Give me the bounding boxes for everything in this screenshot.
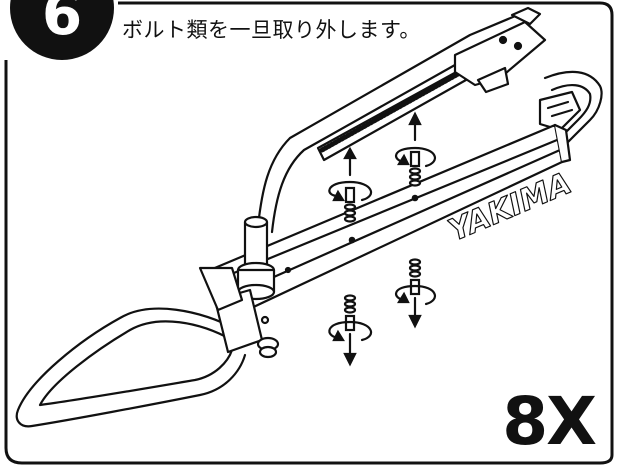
bolt-icon [409, 150, 421, 168]
instruction-text: ボルト類を一旦取り外します。 [122, 18, 421, 42]
frame-border [4, 1, 614, 465]
bike-rack-illustration: YAKIMA [15, 6, 603, 428]
right-clamp [538, 90, 582, 132]
quantity-label: 8X [502, 383, 597, 460]
lower-hoop-tube [15, 307, 247, 428]
rotate-counterclockwise-icon [395, 146, 436, 168]
lower-hoop-tube-inner [38, 320, 234, 407]
step-badge: 6 [10, 0, 114, 60]
hardware-callouts [328, 111, 436, 367]
removal-group-upper-left [328, 146, 373, 223]
step-number: 6 [42, 0, 82, 48]
upper-arm-tube-inner [270, 28, 530, 234]
rotate-counterclockwise-icon [395, 284, 436, 306]
top-knob [510, 6, 542, 26]
rotate-counterclockwise-icon [328, 180, 373, 202]
washer-icon [343, 203, 357, 211]
right-hoop-tube [543, 70, 603, 152]
bolt-icon [344, 186, 356, 204]
washer-icon [408, 258, 422, 266]
removal-group-lower-left [328, 294, 373, 367]
washer-icon [408, 167, 422, 175]
left-fin [198, 266, 244, 312]
rotate-counterclockwise-icon [328, 320, 373, 342]
removal-group-lower-right [395, 258, 436, 329]
removal-group-upper-right [395, 111, 436, 187]
ratchet-strap-teeth [319, 71, 461, 153]
washer-icon [343, 294, 357, 302]
upper-arm-tube [256, 12, 522, 228]
